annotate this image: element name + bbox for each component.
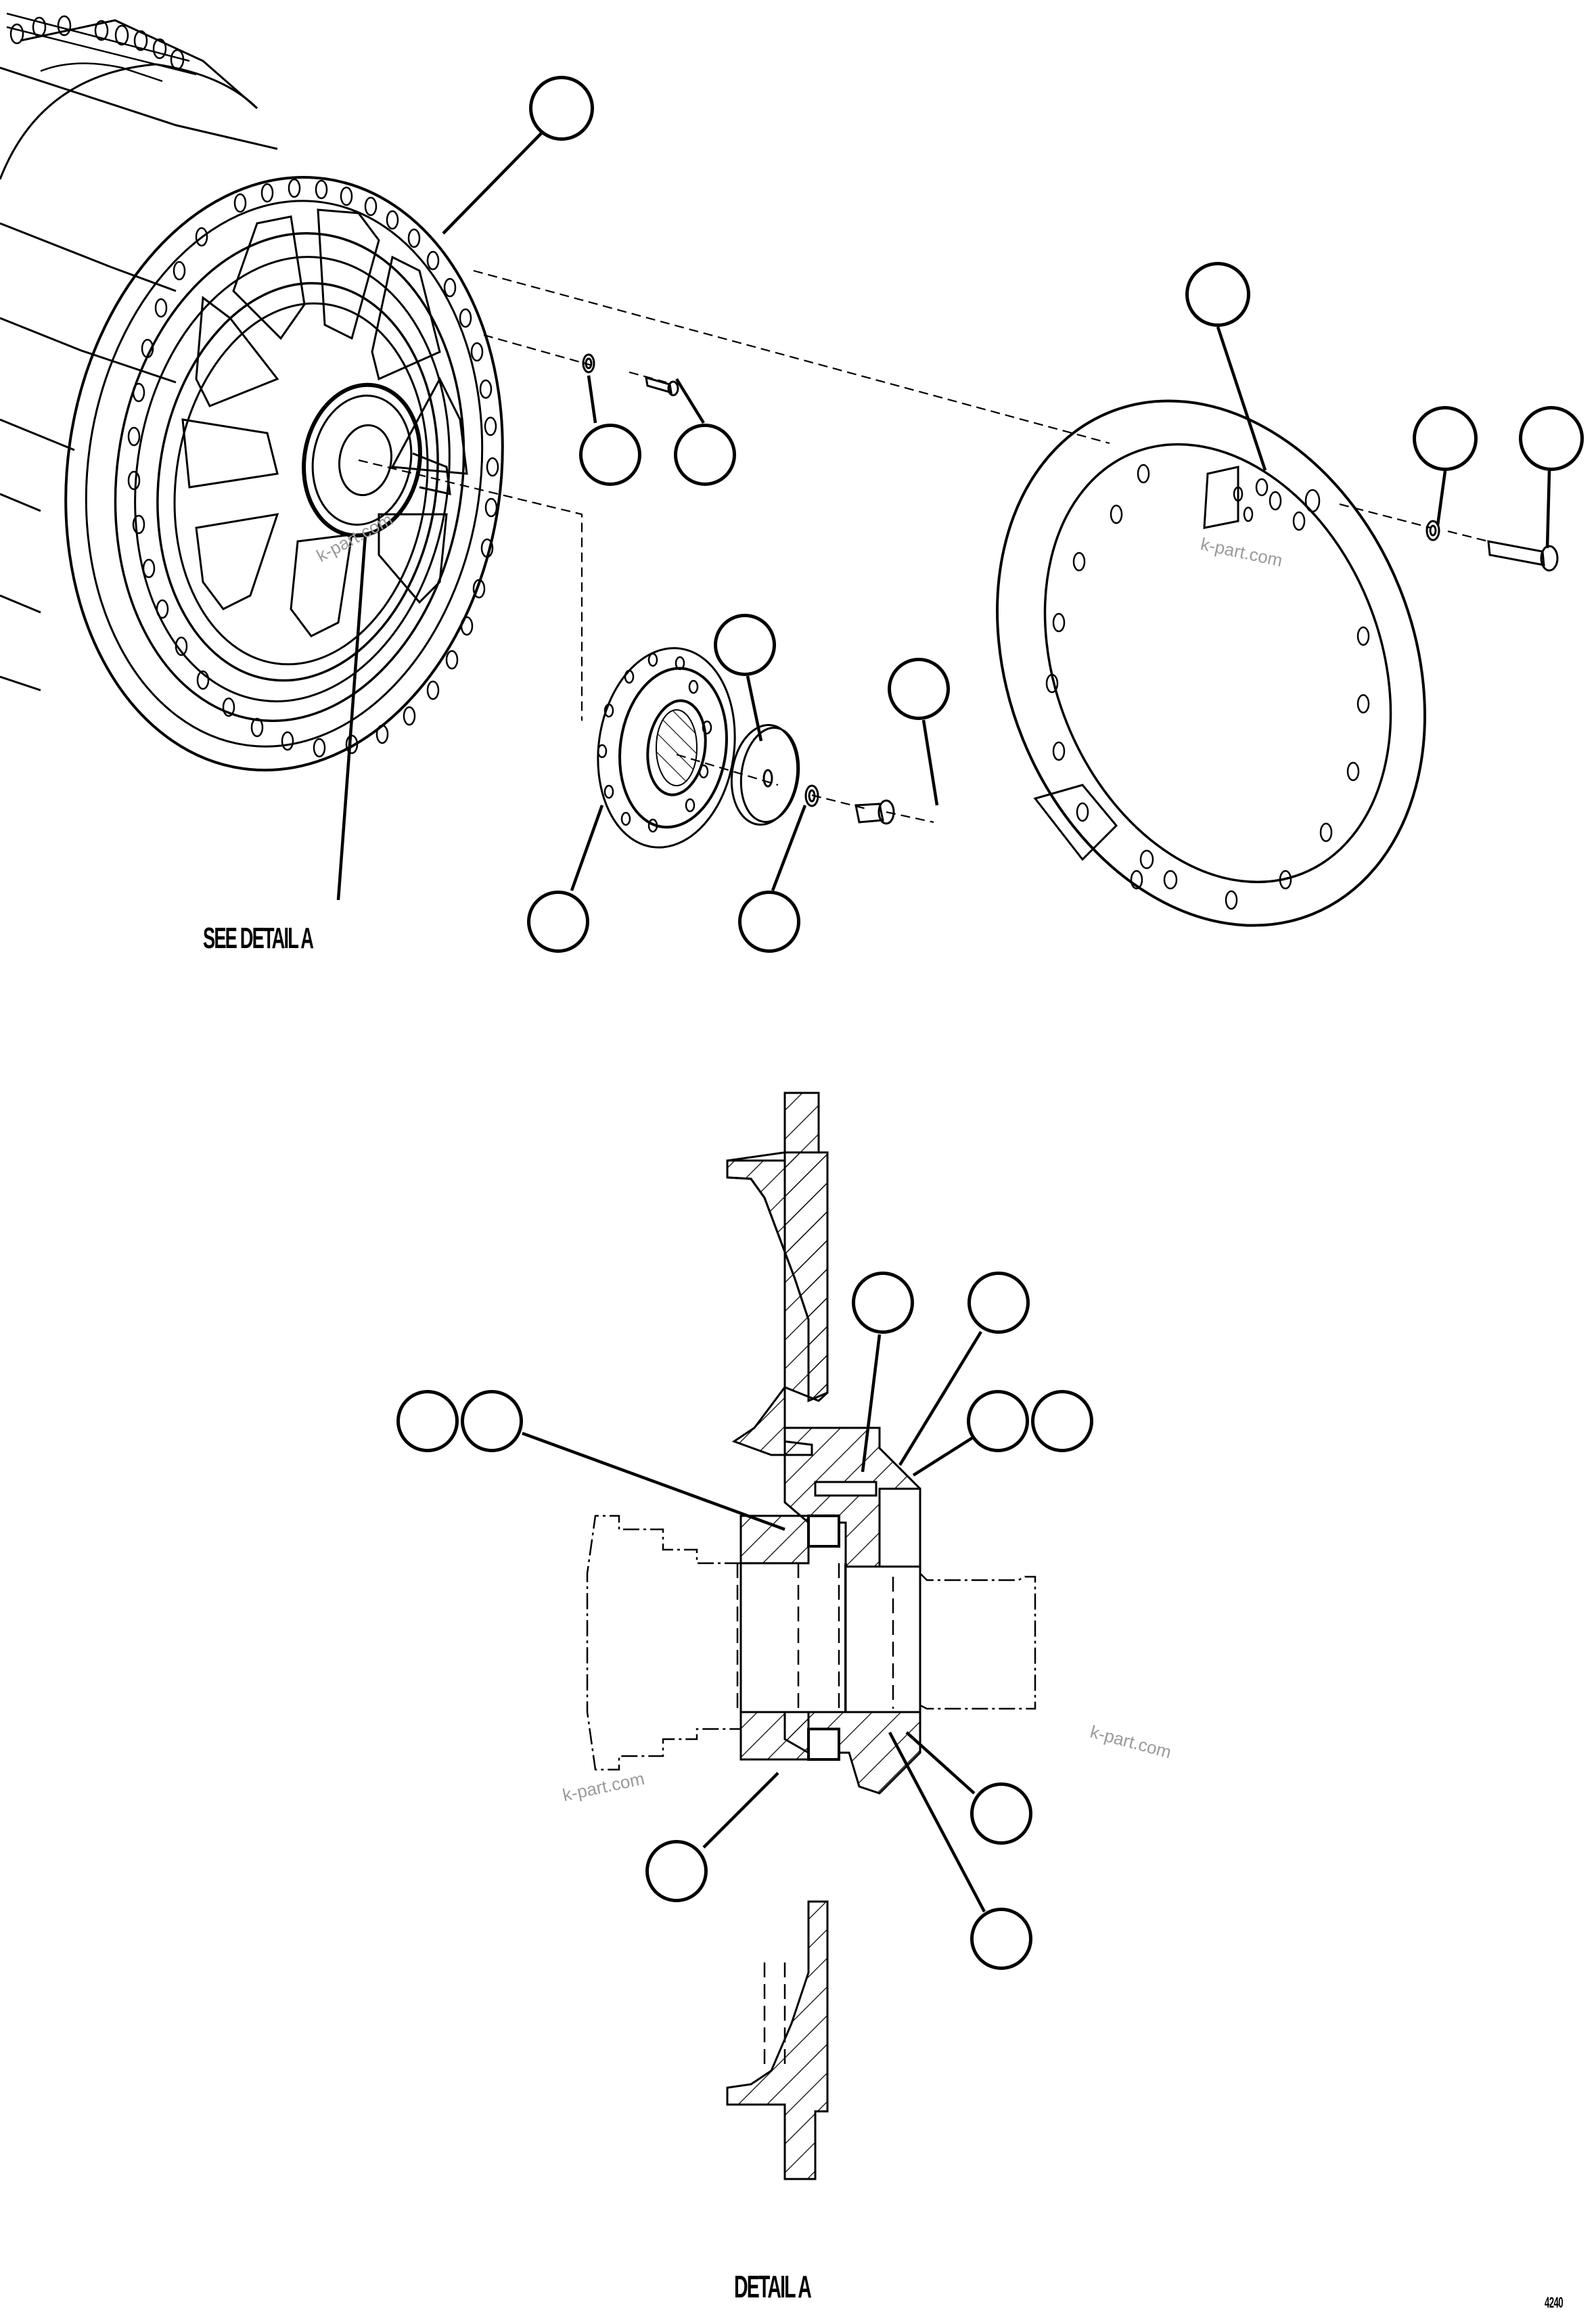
see-detail-label: SEE DETAIL A bbox=[203, 922, 314, 955]
small-washer bbox=[582, 353, 595, 374]
cover-disc bbox=[730, 723, 800, 826]
detail-callout-balloon[interactable] bbox=[645, 1840, 708, 1902]
detail-callout-balloon[interactable] bbox=[970, 1908, 1032, 1970]
detail-title: DETAIL A bbox=[734, 2269, 812, 2304]
callout-balloon[interactable] bbox=[714, 614, 776, 676]
mounting-plate bbox=[996, 399, 1426, 927]
callout-balloon[interactable] bbox=[1185, 262, 1250, 327]
callout-balloon[interactable] bbox=[529, 76, 594, 141]
callout-balloon[interactable] bbox=[738, 891, 800, 953]
hub-flange bbox=[597, 647, 736, 849]
callout-balloon[interactable] bbox=[888, 658, 950, 720]
detail-callout-balloon[interactable] bbox=[396, 1390, 459, 1452]
plate-washer bbox=[1426, 520, 1440, 541]
detail-leader-lines bbox=[522, 1330, 986, 1913]
callout-balloon[interactable] bbox=[674, 424, 736, 486]
detail-callout-balloon[interactable] bbox=[967, 1272, 1030, 1334]
bolt bbox=[854, 799, 895, 825]
detail-callout-balloon[interactable] bbox=[852, 1272, 914, 1334]
detail-callout-balloon[interactable] bbox=[970, 1782, 1032, 1845]
plate-bolt bbox=[1487, 540, 1559, 572]
detail-a-section bbox=[726, 1092, 921, 2180]
small-bolt bbox=[645, 376, 679, 397]
callout-balloon[interactable] bbox=[1413, 406, 1478, 471]
detail-callout-balloon[interactable] bbox=[1031, 1390, 1093, 1452]
detail-callout-balloon[interactable] bbox=[461, 1390, 523, 1452]
drum-assembly bbox=[0, 12, 504, 771]
assembly-guide-lines bbox=[358, 269, 1489, 824]
shaft-centerlines bbox=[736, 1563, 894, 2071]
phantom-shaft bbox=[586, 1514, 1036, 1771]
callout-balloon[interactable] bbox=[1519, 406, 1584, 471]
detail-callout-balloon[interactable] bbox=[967, 1390, 1029, 1452]
figure-number: 4240 bbox=[1545, 2294, 1564, 2311]
washer bbox=[804, 784, 819, 807]
leader-lines bbox=[336, 132, 1551, 901]
callout-balloon[interactable] bbox=[527, 891, 589, 953]
callout-balloon[interactable] bbox=[579, 424, 641, 486]
